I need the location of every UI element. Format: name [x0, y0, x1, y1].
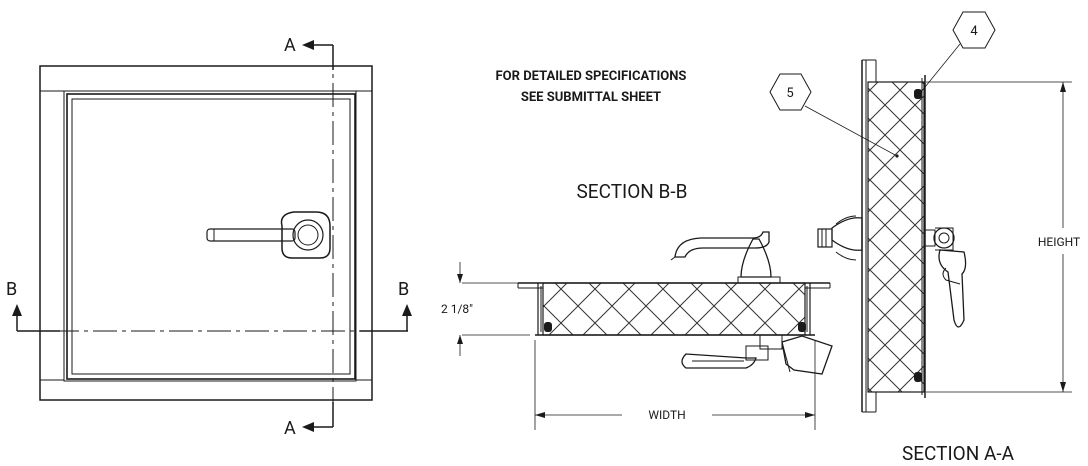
callout-5-hexagon	[769, 73, 812, 111]
callout-4-hexagon	[952, 11, 996, 49]
section-bb: SECTION B-B	[441, 180, 833, 430]
gasket-left	[544, 322, 552, 332]
arrow-b-right	[402, 304, 412, 316]
label-a-bottom: A	[284, 418, 296, 439]
aa-latch	[924, 227, 967, 328]
width-dim-label: WIDTH	[648, 408, 685, 422]
aa-gasket-bottom	[914, 372, 922, 382]
callout-5-label: 5	[786, 86, 793, 101]
outer-frame	[39, 65, 373, 401]
thickness-dim-label: 2 1/8"	[441, 302, 473, 316]
arrow-a-top	[302, 40, 314, 50]
spec-note-line2: SEE SUBMITTAL SHEET	[521, 90, 661, 105]
arrow-b-left	[12, 304, 22, 316]
spec-note-line1: FOR DETAILED SPECIFICATIONS	[496, 69, 687, 84]
callout-4-label: 4	[970, 24, 978, 39]
door-panel	[66, 93, 356, 380]
aa-insulation	[867, 81, 925, 393]
label-b-right: B	[398, 279, 409, 300]
frame-inner	[63, 90, 357, 382]
label-a-top: A	[284, 35, 296, 56]
spec-note: FOR DETAILED SPECIFICATIONS SEE SUBMITTA…	[496, 69, 687, 105]
section-aa: HEIGHT 5 4 SECTION A-A	[769, 11, 1080, 465]
section-bb-title: SECTION B-B	[577, 180, 688, 203]
section-aa-title: SECTION A-A	[902, 442, 1015, 465]
arrow-a-bottom	[302, 422, 314, 432]
aa-knob	[817, 215, 863, 261]
handle-front	[206, 211, 331, 259]
gasket-right	[798, 322, 806, 332]
bb-handle	[670, 231, 781, 284]
bb-insulation	[542, 282, 806, 336]
door-panel-inner	[71, 98, 351, 375]
label-b-left: B	[6, 279, 17, 300]
height-dim-label: HEIGHT	[1038, 235, 1080, 249]
front-view: A A B B	[6, 35, 412, 439]
bb-cam	[681, 334, 833, 375]
